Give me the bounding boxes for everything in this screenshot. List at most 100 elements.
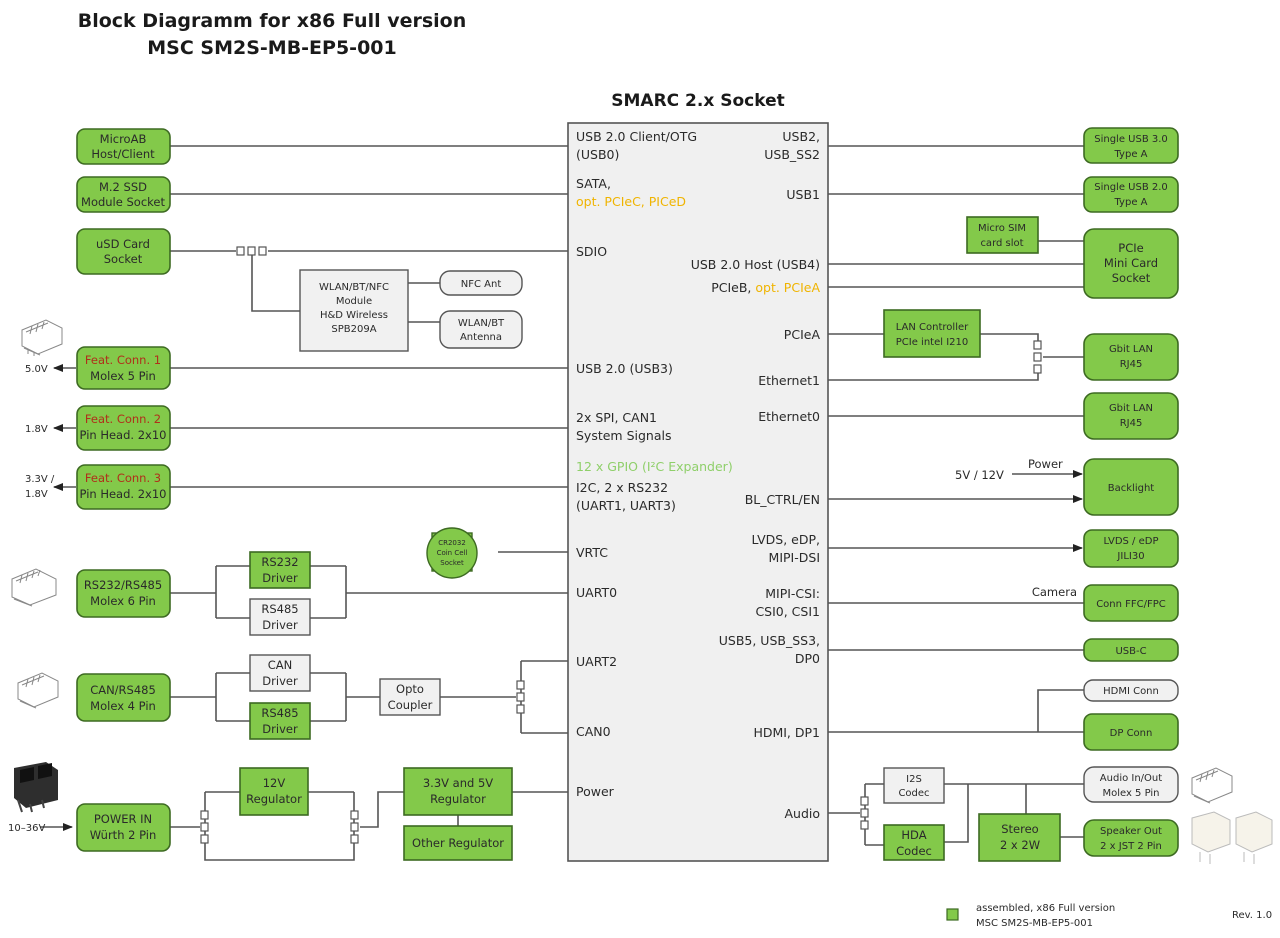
- signal-usb0: USB 2.0 Client/OTG(USB0): [576, 129, 697, 162]
- signal-ethernet0: Ethernet0: [758, 409, 820, 424]
- wires: [40, 145, 1084, 861]
- signal-can0: CAN0: [576, 724, 611, 739]
- svg-text:Other Regulator: Other Regulator: [412, 836, 504, 850]
- camera-label: Camera: [1032, 585, 1077, 599]
- signal-usb3: USB 2.0 (USB3): [576, 361, 673, 376]
- block-dp-conn: DP Conn: [1083, 713, 1179, 751]
- diagram-title-line2: MSC SM2S-MB-EP5-001: [147, 37, 396, 59]
- molex-connector-icon: [1191, 767, 1233, 804]
- signal-sata: SATA,opt. PCIeC, PICeD: [576, 176, 686, 209]
- block-nfc-antenna: NFC Ant: [439, 270, 523, 296]
- wurth-connector-icon: [14, 762, 58, 813]
- molex-connector-icon: [17, 672, 59, 709]
- svg-text:NFC Ant: NFC Ant: [461, 279, 502, 290]
- block-usb-c: USB-C: [1083, 638, 1179, 662]
- diagram-title-line1: Block Diagramm for x86 Full version: [78, 10, 467, 32]
- jst-connector-icon: [1191, 811, 1273, 864]
- feat2-voltage: 1.8V: [25, 424, 48, 435]
- signal-power: Power: [576, 784, 615, 799]
- signal-pciea: PCIeA: [784, 327, 821, 342]
- svg-text:USB-C: USB-C: [1115, 646, 1146, 657]
- signal-hdmi-dp1: HDMI, DP1: [753, 725, 820, 740]
- signal-usb5: USB5, USB_SS3,DP0: [719, 633, 820, 666]
- signal-usb2: USB2,USB_SS2: [764, 129, 820, 162]
- revision-label: Rev. 1.0: [1232, 910, 1272, 921]
- svg-text:Backlight: Backlight: [1108, 483, 1155, 494]
- signal-uart0: UART0: [576, 585, 617, 600]
- molex-connector-icon: [11, 568, 57, 607]
- socket-title: SMARC 2.x Socket: [611, 91, 784, 111]
- svg-text:HDMI Conn: HDMI Conn: [1103, 686, 1159, 697]
- legend-swatch: [946, 908, 959, 921]
- block-hdmi-conn: HDMI Conn: [1083, 679, 1179, 702]
- block-backlight: Backlight: [1083, 458, 1179, 516]
- svg-text:Conn FFC/FPC: Conn FFC/FPC: [1096, 599, 1166, 610]
- signal-ethernet1: Ethernet1: [758, 373, 820, 388]
- backlight-power-label: Power: [1028, 457, 1063, 471]
- feat1-voltage: 5.0V: [25, 364, 48, 375]
- signal-vrtc: VRTC: [576, 545, 608, 560]
- signal-uart2: UART2: [576, 654, 617, 669]
- signal-lvds: LVDS, eDP,MIPI-DSI: [752, 532, 820, 565]
- molex-connector-icon: [21, 319, 63, 356]
- feat3-voltage: 3.3V /1.8V: [25, 474, 55, 500]
- block-other-regulator: Other Regulator: [403, 825, 513, 861]
- signal-bl-ctrl: BL_CTRL/EN: [745, 492, 820, 507]
